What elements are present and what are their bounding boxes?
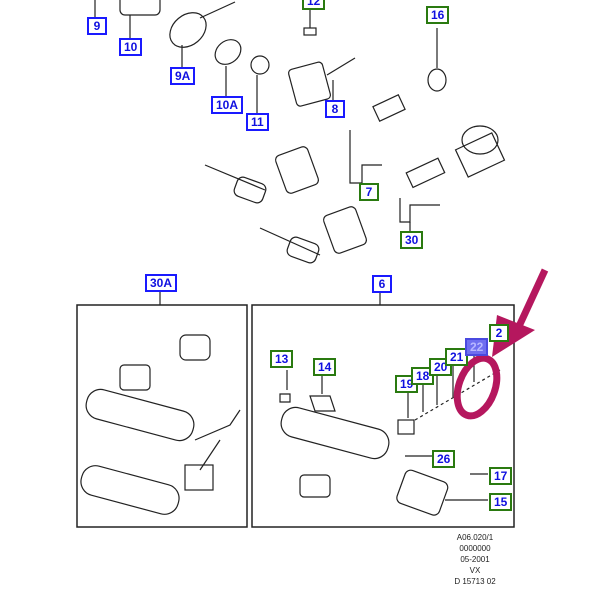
cap-11 xyxy=(250,55,270,75)
callout-17: 17 xyxy=(489,467,513,485)
key-head-10a xyxy=(214,39,242,65)
callout-23: 2 xyxy=(489,324,509,342)
sleeve-19 xyxy=(397,419,415,435)
highlight-circle xyxy=(453,354,501,420)
callout-9a: 9A xyxy=(170,67,196,85)
callout-12: 12 xyxy=(302,0,326,10)
box-30a xyxy=(76,304,248,528)
callout-14: 14 xyxy=(313,358,337,376)
callout-16: 16 xyxy=(426,6,450,24)
callout-30: 30 xyxy=(400,231,424,249)
callout-26: 26 xyxy=(432,450,456,468)
cover-14 xyxy=(309,395,336,412)
key-8 xyxy=(287,61,332,107)
key-30 xyxy=(322,206,368,254)
callout-6: 6 xyxy=(372,275,392,293)
door-handle xyxy=(280,406,390,460)
callout-13: 13 xyxy=(270,350,294,368)
callout-8: 8 xyxy=(325,100,345,118)
callout-22: 22 xyxy=(465,338,489,356)
callout-9: 9 xyxy=(87,17,107,35)
callout-15: 15 xyxy=(489,493,513,511)
lock-cylinder xyxy=(461,125,499,155)
footer-line: 05-2001 xyxy=(460,555,490,564)
key-7 xyxy=(274,146,320,194)
gasket-15 xyxy=(396,469,449,516)
key-10 xyxy=(119,0,161,16)
key-head-9a xyxy=(169,12,207,48)
footer-line: VX xyxy=(469,566,481,575)
callout-21: 21 xyxy=(445,348,469,366)
callout-11: 11 xyxy=(246,113,269,131)
footer-line: A06.020/1 xyxy=(456,533,494,542)
footer-line: D 15713 02 xyxy=(454,577,496,586)
cylinder xyxy=(179,334,211,361)
key xyxy=(119,364,151,391)
drawing-reference: A06.020/1 0000000 05-2001 VX D 15713 02 xyxy=(440,532,510,587)
door-handle xyxy=(85,388,195,442)
callout-10: 10 xyxy=(119,38,143,56)
box-6 xyxy=(251,304,515,528)
footer-line: 0000000 xyxy=(459,544,491,553)
callout-10a: 10A xyxy=(211,96,244,114)
clip-13 xyxy=(279,393,291,403)
cylinder xyxy=(372,94,406,122)
callout-7: 7 xyxy=(359,183,379,201)
screw-12 xyxy=(303,27,317,36)
callout-30a: 30A xyxy=(145,274,178,292)
callout-18: 18 xyxy=(411,367,435,385)
seal-16 xyxy=(427,68,447,92)
